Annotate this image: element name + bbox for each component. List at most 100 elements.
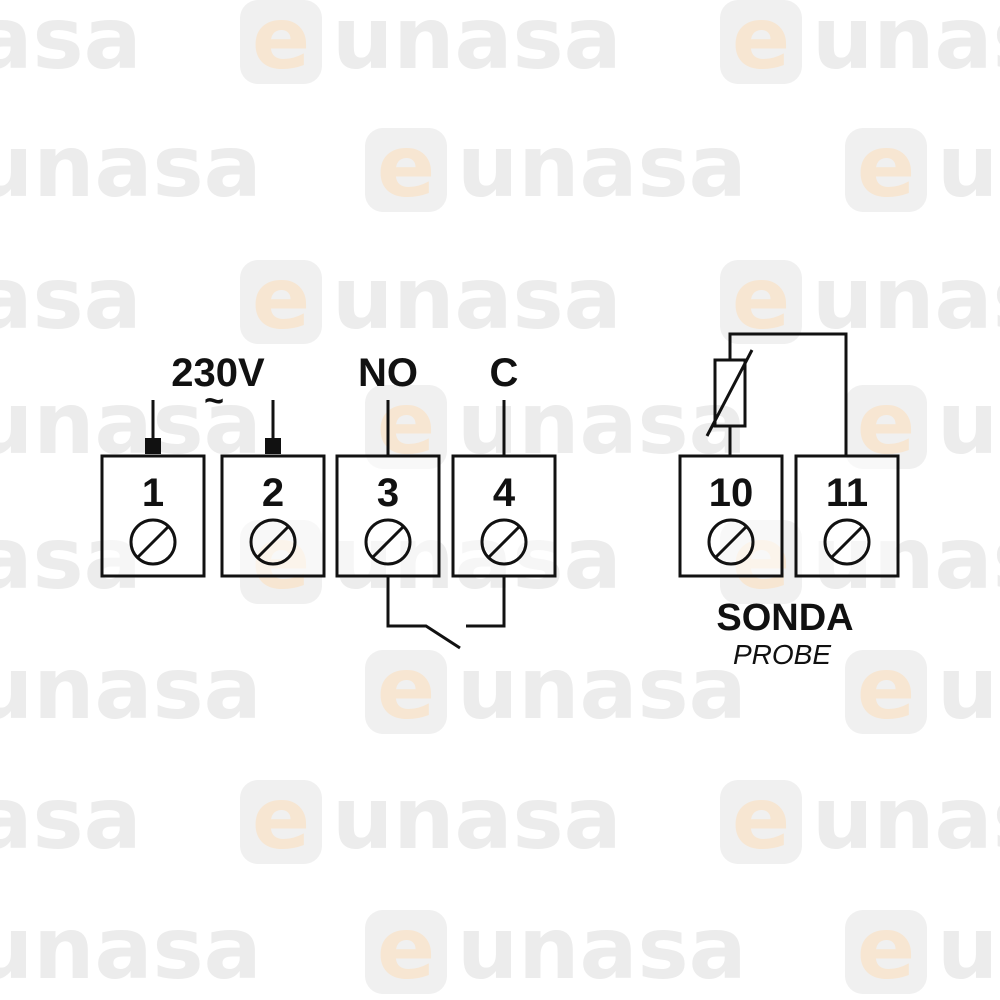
relay-contact-left [386, 576, 461, 650]
watermark-letter: e [252, 249, 310, 349]
terminal-number: 10 [709, 471, 754, 515]
wires [145, 332, 848, 650]
screw-icon [480, 518, 528, 566]
watermark-text: unasa [332, 0, 622, 89]
watermark-badge [845, 385, 927, 469]
screw-icon [364, 518, 412, 566]
watermark-text: unasa [457, 639, 747, 739]
screw-icon [823, 518, 871, 566]
no-label: NO [358, 351, 418, 395]
watermark-badge [365, 910, 447, 994]
probe-wire-top [728, 332, 848, 456]
terminal-block [794, 454, 900, 578]
terminal-4: 4 [451, 454, 557, 578]
watermark-text: unasa [937, 899, 1000, 999]
sonda-label: SONDA [716, 597, 853, 639]
watermark-letter: e [732, 249, 790, 349]
terminal-block [100, 454, 206, 578]
terminal-2: 2 [220, 454, 326, 578]
thermistor-slash [705, 349, 754, 437]
terminal-number: 4 [493, 471, 516, 515]
watermark-badge [720, 0, 802, 84]
terminal-block [335, 454, 441, 578]
screw-slot [371, 525, 405, 559]
screw-icon [707, 518, 755, 566]
watermark-text: unasa [457, 117, 747, 217]
terminal-number: 3 [377, 471, 399, 515]
ac-symbol: ~ [204, 382, 224, 420]
watermark-badge [240, 260, 322, 344]
screw-slot [830, 525, 864, 559]
watermark-badge [365, 385, 447, 469]
watermark-text: unasa [0, 117, 262, 217]
terminal-number: 11 [826, 471, 868, 515]
terminal-number: 1 [142, 471, 164, 515]
watermark-badge [365, 128, 447, 212]
watermark-text: unasa [0, 0, 142, 89]
screw-slot [487, 525, 521, 559]
watermark-badge [365, 650, 447, 734]
watermark-letter: e [252, 0, 310, 89]
screw-icon [129, 518, 177, 566]
watermark-text: unasa [332, 769, 622, 869]
watermark-badge [845, 128, 927, 212]
terminal-block [678, 454, 784, 578]
watermark-badge [845, 910, 927, 994]
watermark-text: unasa [812, 769, 1000, 869]
terminal-3: 3 [335, 454, 441, 578]
watermark-badge [720, 780, 802, 864]
terminal-10: 10 [678, 454, 784, 578]
probe-label: PROBE [733, 639, 831, 670]
watermark-text: unasa [332, 249, 622, 349]
watermark-text: unasa [0, 639, 262, 739]
screw-slot [256, 525, 290, 559]
watermark-badge [845, 650, 927, 734]
terminal-1: 1 [100, 454, 206, 578]
watermark-badge [240, 0, 322, 84]
watermark-text: unasa [937, 374, 1000, 474]
watermark-badge [720, 260, 802, 344]
watermark-letter: e [377, 899, 435, 999]
watermark-letter: e [857, 639, 915, 739]
terminal-strip: 1 2 3 4 10 11 [100, 454, 900, 578]
screw-icon [249, 518, 297, 566]
watermark-text: unasa [937, 117, 1000, 217]
watermark-text: unasa [457, 899, 747, 999]
watermark-badge [240, 780, 322, 864]
watermark-letter: e [377, 117, 435, 217]
terminal-11: 11 [794, 454, 900, 578]
watermark-letter: e [857, 899, 915, 999]
voltage-label: 230V [171, 351, 265, 395]
watermark-text: unasa [0, 899, 262, 999]
watermark-text: unasa [812, 249, 1000, 349]
thermistor-icon [713, 358, 747, 428]
watermark-letter: e [377, 639, 435, 739]
watermark-text: unasa [812, 0, 1000, 89]
terminal-block [451, 454, 557, 578]
relay-contact-right [466, 576, 506, 628]
watermark-text: unasa [0, 769, 142, 869]
watermark-letter: e [732, 0, 790, 89]
terminal-number: 2 [262, 471, 284, 515]
watermark-letter: e [732, 769, 790, 869]
watermark-text: unasa [937, 639, 1000, 739]
